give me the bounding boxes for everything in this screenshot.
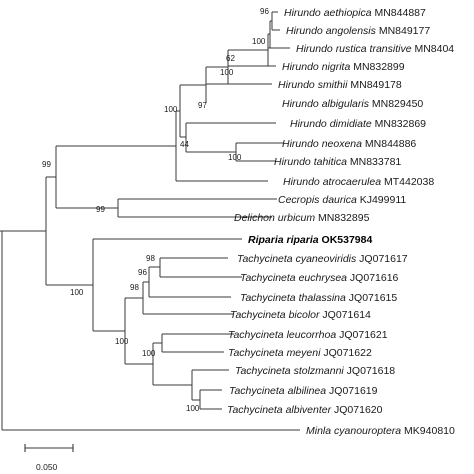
bootstrap-value: 98 — [130, 283, 139, 292]
taxon-accession: MN833781 — [347, 156, 401, 168]
taxon-accession: MN849177 — [376, 25, 430, 37]
taxon-species-name: Hirundo atrocaerulea — [283, 176, 381, 188]
taxon-label: Tachycineta cyaneoviridis JQ071617 — [237, 253, 408, 265]
taxon-accession: MN832869 — [372, 118, 426, 130]
scale-bar-label: 0.050 — [36, 462, 58, 472]
bootstrap-value: 99 — [42, 160, 51, 169]
taxon-species-name: Hirundo nigrita — [282, 61, 350, 73]
taxon-accession: KJ499911 — [357, 194, 407, 206]
taxon-species-name: Hirundo tahitica — [274, 156, 347, 168]
taxon-accession: JQ071617 — [356, 253, 408, 265]
taxon-label: Hirundo aethiopica MN844887 — [284, 7, 426, 19]
taxon-species-name: Hirundo dimidiate — [290, 118, 372, 130]
taxon-label: Cecropis daurica KJ499911 — [278, 194, 406, 206]
taxon-accession: JQ071615 — [346, 292, 398, 304]
taxon-species-name: Hirundo aethiopica — [284, 7, 372, 19]
taxon-species-name: Minla cyanouroptera — [306, 425, 401, 437]
taxon-accession: MN832895 — [315, 212, 369, 224]
taxon-label: Hirundo rustica transitive MN8404 — [296, 43, 454, 55]
taxon-accession: JQ071616 — [347, 272, 399, 284]
bootstrap-value: 97 — [198, 101, 207, 110]
taxon-accession: MN844886 — [362, 138, 416, 150]
taxon-label: Tachycineta euchrysea JQ071616 — [240, 272, 399, 284]
taxon-accession: MT442038 — [381, 176, 434, 188]
taxon-label: Tachycineta albiventer JQ071620 — [227, 404, 383, 416]
taxon-species-name: Tachycineta stolzmanni — [235, 365, 344, 377]
taxon-accession: JQ071621 — [336, 329, 388, 341]
bootstrap-value: 100 — [220, 68, 234, 77]
taxon-accession: JQ071620 — [331, 404, 383, 416]
taxon-accession: MN849178 — [347, 79, 401, 91]
bootstrap-value: 100 — [252, 37, 266, 46]
taxon-species-name: Tachycineta leucorrhoa — [228, 329, 336, 341]
bootstrap-value: 100 — [164, 105, 178, 114]
taxon-label: Hirundo angolensis MN849177 — [286, 25, 430, 37]
taxon-species-name: Tachycineta bicolor — [230, 309, 320, 321]
bootstrap-value: 98 — [146, 254, 155, 263]
bootstrap-value: 100 — [70, 288, 84, 297]
bootstrap-labels: 96 100 62 100 97 44 100 100 99 99 98 96 98 100 100 100 1… — [42, 7, 269, 413]
taxon-species-name: Tachycineta meyeni — [228, 347, 321, 359]
taxon-accession: MN844887 — [372, 7, 426, 19]
taxon-species-name: Hirundo albigularis — [282, 98, 370, 110]
taxon-label: Hirundo dimidiate MN832869 — [290, 118, 426, 130]
taxon-label: Tachycineta thalassina JQ071615 — [240, 292, 397, 304]
taxon-label: Tachycineta albilinea JQ071619 — [229, 385, 378, 397]
taxon-label: Riparia riparia OK537984 — [248, 234, 372, 246]
taxon-label: Hirundo nigrita MN832899 — [282, 61, 405, 73]
taxon-label: Tachycineta meyeni JQ071622 — [228, 347, 372, 359]
scale-bar: 0.050 — [24, 444, 74, 472]
bootstrap-value: 100 — [115, 337, 129, 346]
taxon-label: Hirundo neoxena MN844886 — [282, 138, 416, 150]
taxon-label: Delichon urbicum MN832895 — [234, 212, 370, 224]
taxon-label: Minla cyanouroptera MK940810 — [306, 425, 455, 437]
bootstrap-value: 100 — [186, 404, 200, 413]
taxon-accession: JQ071622 — [320, 347, 372, 359]
bootstrap-value: 100 — [228, 153, 242, 162]
taxon-accession: MN829450 — [369, 98, 423, 110]
bootstrap-value: 96 — [260, 7, 269, 16]
taxon-species-name: Tachycineta albilinea — [229, 385, 326, 397]
bootstrap-value: 99 — [96, 205, 105, 214]
taxon-accession: MN8404 — [412, 43, 455, 55]
bootstrap-value: 62 — [226, 54, 235, 63]
taxon-label: Hirundo atrocaerulea MT442038 — [283, 176, 434, 188]
taxon-species-name: Tachycineta thalassina — [240, 292, 346, 304]
taxon-species-name: Hirundo angolensis — [286, 25, 377, 37]
bootstrap-value: 100 — [142, 349, 156, 358]
taxon-accession: MK940810 — [401, 425, 455, 437]
taxon-accession: MN832899 — [350, 61, 404, 73]
taxon-species-name: Hirundo neoxena — [282, 138, 362, 150]
taxon-species-name: Delichon urbicum — [234, 212, 315, 224]
taxon-species-name: Cecropis daurica — [278, 194, 357, 206]
taxon-accession: OK537984 — [319, 234, 373, 246]
taxon-label: Hirundo tahitica MN833781 — [274, 156, 401, 168]
taxon-label: Tachycineta stolzmanni JQ071618 — [235, 365, 395, 377]
taxon-species-name: Riparia riparia — [248, 234, 319, 246]
taxon-species-name: Tachycineta euchrysea — [240, 272, 347, 284]
bootstrap-value: 96 — [138, 268, 147, 277]
tree-branches — [0, 11, 300, 431]
taxon-species-name: Tachycineta albiventer — [227, 404, 332, 416]
taxon-label: Tachycineta leucorrhoa JQ071621 — [228, 329, 388, 341]
taxon-accession: JQ071614 — [320, 309, 372, 321]
taxon-label: Tachycineta bicolor JQ071614 — [230, 309, 371, 321]
bootstrap-value: 44 — [180, 140, 189, 149]
taxon-species-name: Hirundo rustica transitive — [296, 43, 412, 55]
taxon-accession: JQ071618 — [344, 365, 396, 377]
taxon-label: Hirundo albigularis MN829450 — [282, 98, 423, 110]
taxon-species-name: Hirundo smithii — [278, 79, 348, 91]
taxon-species-name: Tachycineta cyaneoviridis — [237, 253, 357, 265]
taxon-accession: JQ071619 — [326, 385, 378, 397]
taxon-label: Hirundo smithii MN849178 — [278, 79, 402, 91]
